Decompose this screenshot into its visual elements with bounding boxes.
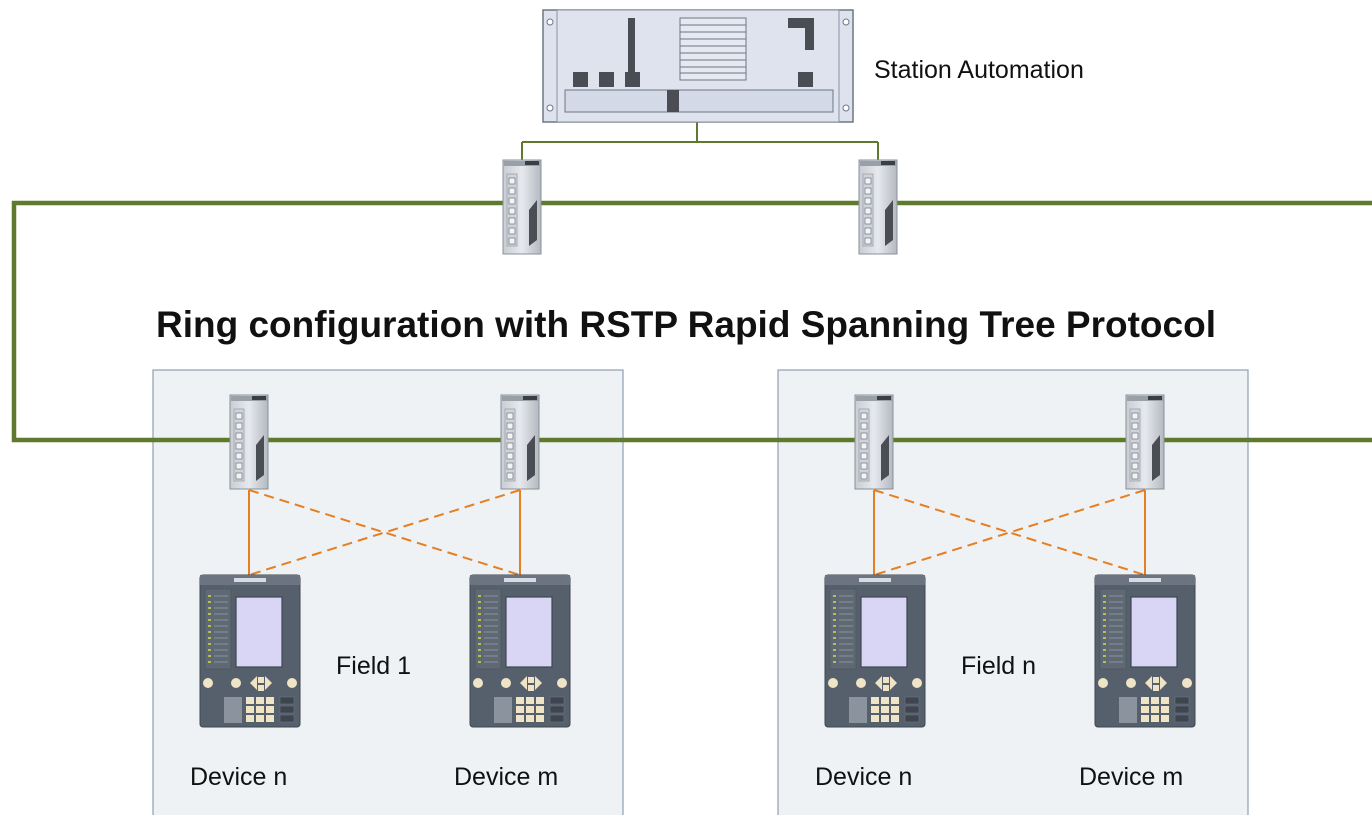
ethernet-switch-icon bbox=[858, 159, 898, 255]
device-label: Device n bbox=[815, 763, 913, 791]
ethernet-switch-icon bbox=[1125, 394, 1165, 490]
device-label: Device m bbox=[454, 763, 559, 791]
field-label: Field n bbox=[961, 652, 1037, 680]
device-label: Device m bbox=[1079, 763, 1184, 791]
protection-relay-icon bbox=[824, 574, 926, 728]
ethernet-switch-icon bbox=[500, 394, 540, 490]
diagram-title: Ring configuration with RSTP Rapid Spann… bbox=[155, 304, 1216, 345]
station-label: Station Automation bbox=[874, 56, 1084, 84]
ethernet-switch-icon bbox=[229, 394, 269, 490]
device-label: Device n bbox=[190, 763, 288, 791]
station-uplink bbox=[521, 122, 879, 162]
protection-relay-icon bbox=[199, 574, 301, 728]
protection-relay-icon bbox=[469, 574, 571, 728]
field-n-links bbox=[873, 489, 1146, 576]
field-label: Field 1 bbox=[336, 652, 412, 680]
rstp-ring bbox=[11, 200, 1372, 443]
ethernet-switch-icon bbox=[854, 394, 894, 490]
field-1-links bbox=[248, 489, 521, 576]
protection-relay-icon bbox=[1094, 574, 1196, 728]
station-rack-icon bbox=[542, 9, 854, 123]
ethernet-switch-icon bbox=[502, 159, 542, 255]
